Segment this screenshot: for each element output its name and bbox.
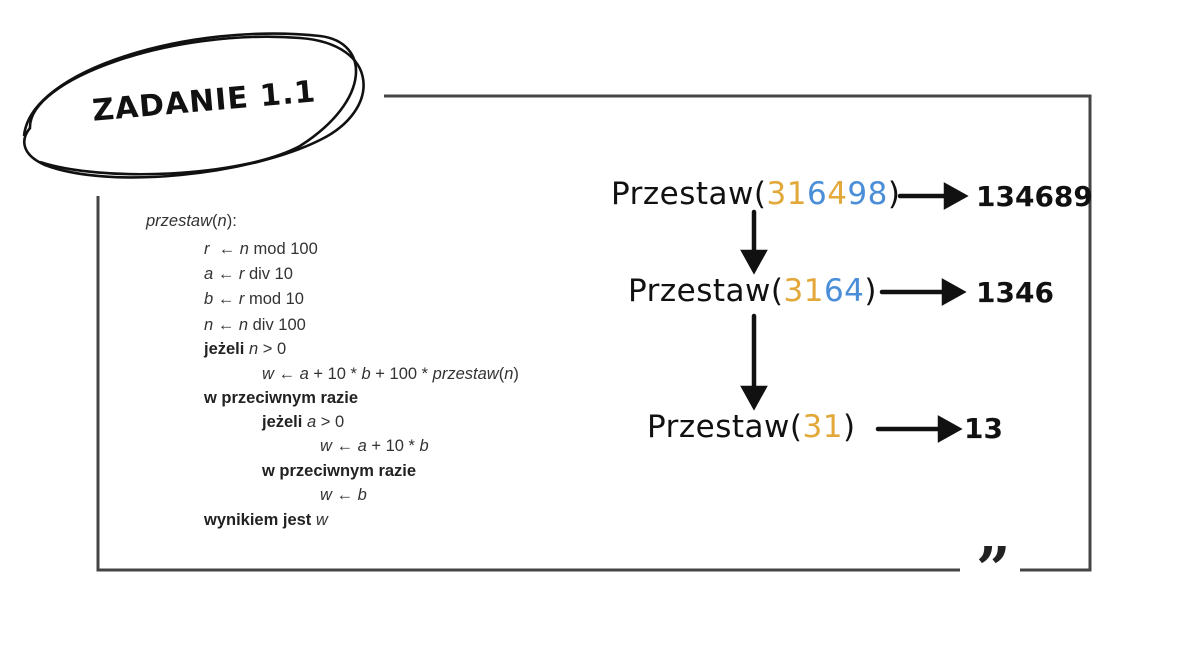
code-line: w ← a + 10 * b <box>320 437 429 455</box>
result-1: 134689 <box>976 180 1093 213</box>
code-line: wynikiem jest w <box>204 511 328 529</box>
code-line: a ← r div 10 <box>204 265 293 283</box>
code-line: w przeciwnym razie <box>262 462 417 480</box>
code-line: jeżeli a > 0 <box>262 413 345 431</box>
call-2: Przestaw(3164) <box>628 273 878 309</box>
result-3: 13 <box>964 412 1003 445</box>
code-line: w przeciwnym razie <box>204 389 359 407</box>
call-1: Przestaw(316498) <box>611 176 901 212</box>
code-line: b ← r mod 10 <box>204 290 304 308</box>
title-ellipse <box>22 32 365 179</box>
code-line: n ← n div 100 <box>204 316 306 334</box>
code-line: r ← n mod 100 <box>204 240 318 258</box>
closing-quote-icon: ” <box>970 540 1017 586</box>
call-3: Przestaw(31) <box>647 409 856 445</box>
code-line: w ← b <box>320 486 367 504</box>
code-line: w ← a + 10 * b + 100 * przestaw(n) <box>262 365 519 383</box>
code-line: przestaw(n): <box>146 212 237 230</box>
code-line: jeżeli n > 0 <box>204 340 287 358</box>
result-2: 1346 <box>976 276 1054 309</box>
